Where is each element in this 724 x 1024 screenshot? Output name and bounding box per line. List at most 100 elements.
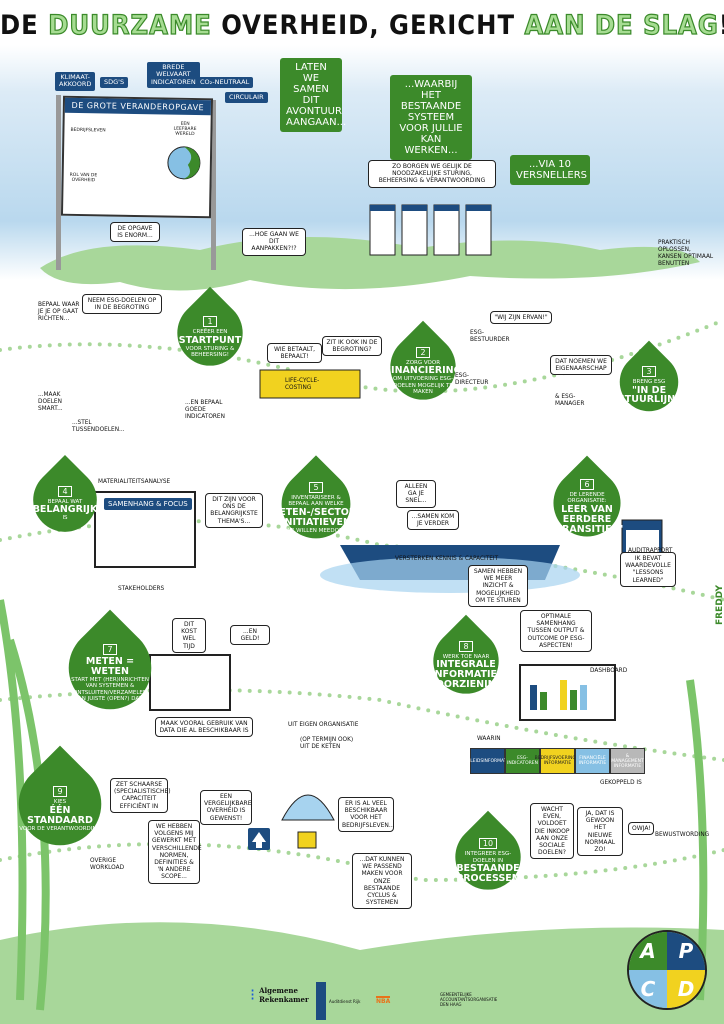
pdca-p: P xyxy=(667,932,705,970)
step-headline: STARTPUNT xyxy=(178,334,242,346)
green-caption: ...VIA 10 VERSNELLERS xyxy=(510,155,590,185)
speech-bubble: OWJA! xyxy=(628,822,654,836)
speech-bubble: SAMEN HEBBEN WE MEER INZICHT & MOGELIJKH… xyxy=(468,565,528,607)
speech-bubble: ...DAT KUNNEN WE PASSEND MAKEN VOOR ONZE… xyxy=(352,853,412,910)
puzzle-piece: BEDRIJFSVOERINGS-INFORMATIE xyxy=(535,748,580,774)
step-text: START MET (HER)INRICHTEN VAN SYSTEMEN & … xyxy=(71,676,149,703)
step-text: OM UITVOERING ESG-DOELEN MOGELIJK TE MAK… xyxy=(392,376,454,396)
step-number: 10 xyxy=(478,838,498,850)
speech-bubble: ZO BORGEN WE GELIJK DE NOODZAKELIJKE STU… xyxy=(368,160,496,188)
speech-bubble: MAAK VOORAL GEBRUIK VAN DATA DIE AL BESC… xyxy=(155,717,253,738)
board-title: DE GROTE VERANDEROPGAVE xyxy=(64,97,212,116)
step-number: 7 xyxy=(103,643,117,655)
logo-algemene-rekenkamer: ⁝Algemene Rekenkamer xyxy=(250,985,309,1004)
annotation: STAKEHOLDERS xyxy=(118,586,165,592)
annotation: GEKOPPELD IS xyxy=(600,780,642,786)
pdca-a: A xyxy=(629,932,667,970)
topic-tag: CIRCULAIR xyxy=(225,92,268,104)
step-number: 6 xyxy=(580,478,594,490)
topic-tag: BREDE WELVAART INDICATOREN xyxy=(147,62,200,89)
step-text: BRENG ESG xyxy=(632,378,666,385)
step-number: 8 xyxy=(459,640,473,652)
speech-bubble: WE HEBBEN VOLGENS MIJ GEWERKT MET VERSCH… xyxy=(148,820,202,884)
board-label: EEN LEEFBARE WERELD xyxy=(173,121,197,138)
annotation: & ESG- MANAGER xyxy=(555,394,585,407)
annotation: BEWUSTWORDING xyxy=(655,832,710,838)
topic-tag: KLIMAAT- AKKOORD xyxy=(55,72,96,91)
speech-bubble: DIT KOST WEL TIJD xyxy=(172,618,206,653)
green-caption: ...WAARBIJ HET BESTAANDE SYSTEEM VOOR JU… xyxy=(390,75,472,160)
step-headline: ÉÉN STANDAARD xyxy=(27,804,93,826)
step-text: DE LERENDE ORGANISATIE: xyxy=(567,491,607,505)
speech-bubble: ZET SCHAARSE (SPECIALISTISCHE) CAPACITEI… xyxy=(110,778,171,813)
annotation: ESG- BESTUURDER xyxy=(470,330,510,343)
annotation: ESG- DIRECTEUR xyxy=(455,373,489,386)
annotation: ...MAAK DOELEN SMART... xyxy=(38,392,63,412)
annotation: DASHBOARD xyxy=(590,668,628,674)
pdca-d: D xyxy=(667,970,705,1008)
annotation: (OP TERMIJN OOK) UIT DE KETEN xyxy=(300,737,354,750)
annotation: WAARIN xyxy=(477,736,501,742)
globe-icon xyxy=(167,146,201,180)
annotation: ...STEL TUSSENDOELEN... xyxy=(72,420,125,433)
board-label: BEDRIJFSLEVEN xyxy=(70,127,106,134)
annotation: VERSTERKEN KENNIS & CAPACITEIT xyxy=(395,556,499,562)
step-text: BEPAAL WAT xyxy=(47,498,83,505)
artist-credit: FREDDY xyxy=(715,584,724,626)
speech-bubble: ZIT IK OOK IN DE BEGROTING? xyxy=(322,336,382,357)
poster-title: DE DUURZAME OVERHEID, GERICHT AAN DE SLA… xyxy=(0,9,724,41)
speech-bubble: IK BEVAT WAARDEVOLLE "LESSONS LEARNED" xyxy=(620,552,676,587)
puzzle-piece: FINANCIËLE INFORMATIE xyxy=(575,748,610,774)
step-text: KIES xyxy=(53,799,67,806)
speech-bubble: "WIJ ZIJN ERVAN!" xyxy=(490,311,552,325)
annotation: ...EN BEPAAL GOEDE INDICATOREN xyxy=(185,400,225,420)
annotation: MATERIALITEITSANALYSE xyxy=(98,479,171,485)
speech-bubble: JA, DAT IS GEWOON HET NIEUWE NORMAAL ZO! xyxy=(577,807,623,857)
speech-bubble: OPTIMALE SAMENHANG TUSSEN OUTPUT & OUTCO… xyxy=(520,610,592,652)
step-text: INTEGREER ESG-DOELEN IN xyxy=(464,851,512,864)
step-text: INVENTARISEER & BEPAAL AAN WELKE xyxy=(288,494,344,508)
focus-board-label: SAMENHANG & FOCUS xyxy=(104,498,192,511)
speech-bubble: NEEM ESG-DOELEN OP IN DE BEGROTING xyxy=(82,294,162,315)
puzzle-piece: & MANAGEMENT INFORMATIE xyxy=(610,748,645,774)
annotation: BEPAAL WAAR JE JE OP GAAT RICHTEN... xyxy=(38,302,80,322)
green-caption: LATEN WE SAMEN DIT AVONTUUR AANGAAN... xyxy=(280,58,346,132)
logo-auditdienst-rijk: Auditdienst Rijk xyxy=(316,982,360,1020)
step-text: ZORG VOOR xyxy=(405,359,441,366)
topic-tag: CO₂-NEUTRAAL xyxy=(196,77,254,89)
speech-bubble: WACHT EVEN, VOLDOET DIE INKOOP AAN ONZE … xyxy=(530,803,574,860)
speech-bubble: ER IS AL VEEL BESCHIKBAAR VOOR HET BEDRI… xyxy=(338,797,395,832)
step-number: 2 xyxy=(416,346,430,358)
puzzle-piece: BELEIDSINFORMATIE xyxy=(464,748,511,774)
annotation: LIFE-CYCLE- COSTING xyxy=(285,378,320,391)
step-text: VOOR STURING & BEHEERSING! xyxy=(185,345,235,359)
logo-gemeente-den-haag: GEMEENTELIJKE ACCOUNTANTSORGANISATIE DEN… xyxy=(440,992,498,1007)
board-label: ROL VAN DE OVERHEID xyxy=(69,172,98,184)
speech-bubble: ...SAMEN KOM JE VERDER xyxy=(407,510,459,531)
step-headline: METEN = WETEN xyxy=(85,655,135,677)
step-number: 1 xyxy=(203,315,217,327)
step-headline: INTEGRALE INFORMATIE-VOORZIENING xyxy=(428,659,504,691)
step-text: IS xyxy=(62,515,68,522)
speech-bubble: ...EN GELD! xyxy=(230,625,270,646)
logo-nba: NBA xyxy=(376,996,391,1005)
step-number: 4 xyxy=(58,485,72,497)
rekenkamer-logo-icon: ⁝ xyxy=(250,985,256,1004)
step-number: 9 xyxy=(53,786,67,798)
step-text: WE WILLEN MEEDOEN xyxy=(285,527,347,534)
step-headline: "IN DE STUURLIJN" xyxy=(617,384,681,406)
step-headline: BELANGRIJK xyxy=(32,504,98,516)
step-text: CREËER EEN xyxy=(192,328,228,335)
step-headline: FINANCIERING xyxy=(384,365,462,377)
speech-bubble: DE OPGAVE IS ENORM... xyxy=(110,222,160,243)
annotation: PRAKTISCH OPLOSSEN, KANSEN OPTIMAAL BENU… xyxy=(658,240,714,267)
step-number: 3 xyxy=(642,365,656,377)
annotation: OVERIGE WORKLOAD xyxy=(90,858,125,871)
